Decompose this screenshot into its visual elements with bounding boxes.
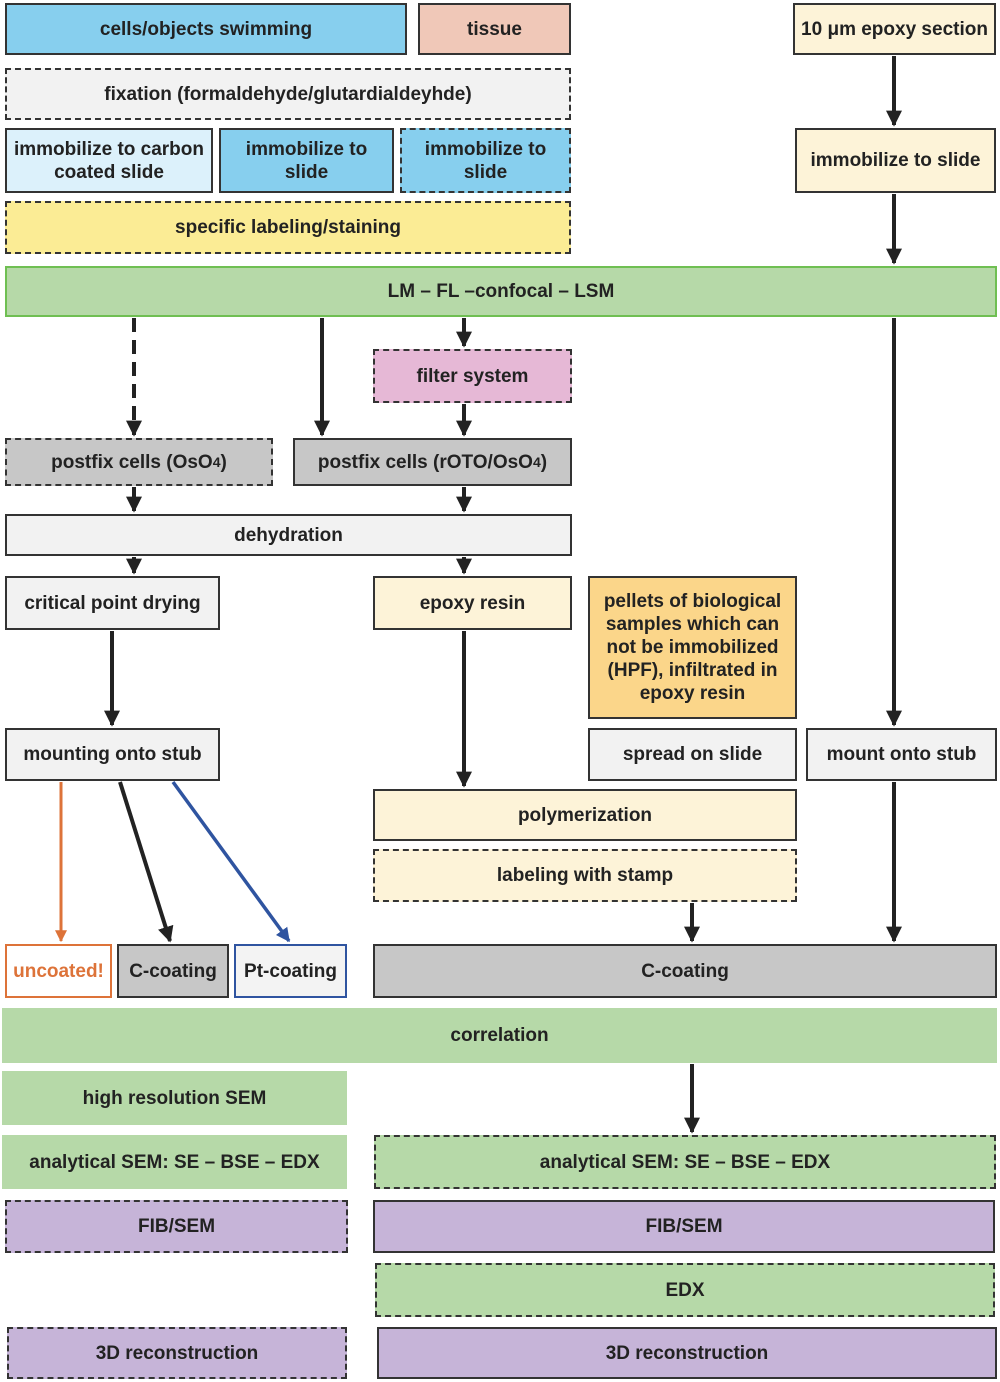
node-polymerization: polymerization	[373, 789, 797, 841]
node-3d-reconstruction-right: 3D reconstruction	[377, 1327, 997, 1379]
node-spread-on-slide: spread on slide	[588, 728, 797, 781]
node-correlation: correlation	[2, 1008, 997, 1063]
node-critical-point-drying: critical point drying	[5, 576, 220, 630]
node-specific-labeling: specific labeling/staining	[5, 201, 571, 254]
node-uncoated: uncoated!	[5, 944, 112, 998]
postfix-roto-suffix: )	[540, 451, 548, 473]
postfix-oso4-suffix: )	[220, 451, 227, 473]
node-immobilize-slide-2: immobilize to slide	[400, 128, 571, 193]
node-immobilize-slide-3: immobilize to slide	[795, 128, 996, 193]
node-epoxy-resin: epoxy resin	[373, 576, 572, 630]
node-pt-coating: Pt-coating	[234, 944, 347, 998]
node-c-coating-large: C-coating	[373, 944, 997, 998]
node-tissue: tissue	[418, 3, 571, 55]
node-dehydration: dehydration	[5, 514, 572, 556]
postfix-oso4-prefix: postfix cells (OsO	[51, 451, 213, 473]
node-filter-system: filter system	[373, 349, 572, 403]
node-fib-sem-left: FIB/SEM	[5, 1200, 348, 1253]
node-fixation: fixation (formaldehyde/glutardialdeyhde)	[5, 68, 571, 120]
node-immobilize-carbon: immobilize to carbon coated slide	[5, 128, 213, 193]
node-high-resolution-sem: high resolution SEM	[2, 1071, 347, 1125]
arrow-mounting-to-pt-coating	[171, 780, 291, 943]
node-analytical-sem-right: analytical SEM: SE – BSE – EDX	[374, 1135, 996, 1189]
node-epoxy-section: 10 μm epoxy section	[793, 3, 996, 55]
node-mount-onto-stub: mount onto stub	[806, 728, 997, 781]
node-pellets: pellets of biological samples which can …	[588, 576, 797, 719]
postfix-roto-prefix: postfix cells (rOTO/OsO	[317, 451, 533, 473]
node-c-coating-small: C-coating	[117, 944, 229, 998]
node-edx: EDX	[375, 1263, 995, 1317]
arrow-mounting-to-c-coating	[118, 781, 174, 943]
node-cells-swimming: cells/objects swimming	[5, 3, 407, 55]
node-labeling-stamp: labeling with stamp	[373, 849, 797, 902]
node-mounting-onto-stub: mounting onto stub	[5, 728, 220, 781]
node-fib-sem-right: FIB/SEM	[373, 1200, 995, 1253]
node-immobilize-slide-1: immobilize to slide	[219, 128, 394, 193]
node-lm-fl-confocal: LM – FL –confocal – LSM	[5, 266, 997, 317]
node-3d-reconstruction-left: 3D reconstruction	[7, 1327, 347, 1379]
node-analytical-sem-left: analytical SEM: SE – BSE – EDX	[2, 1135, 347, 1189]
